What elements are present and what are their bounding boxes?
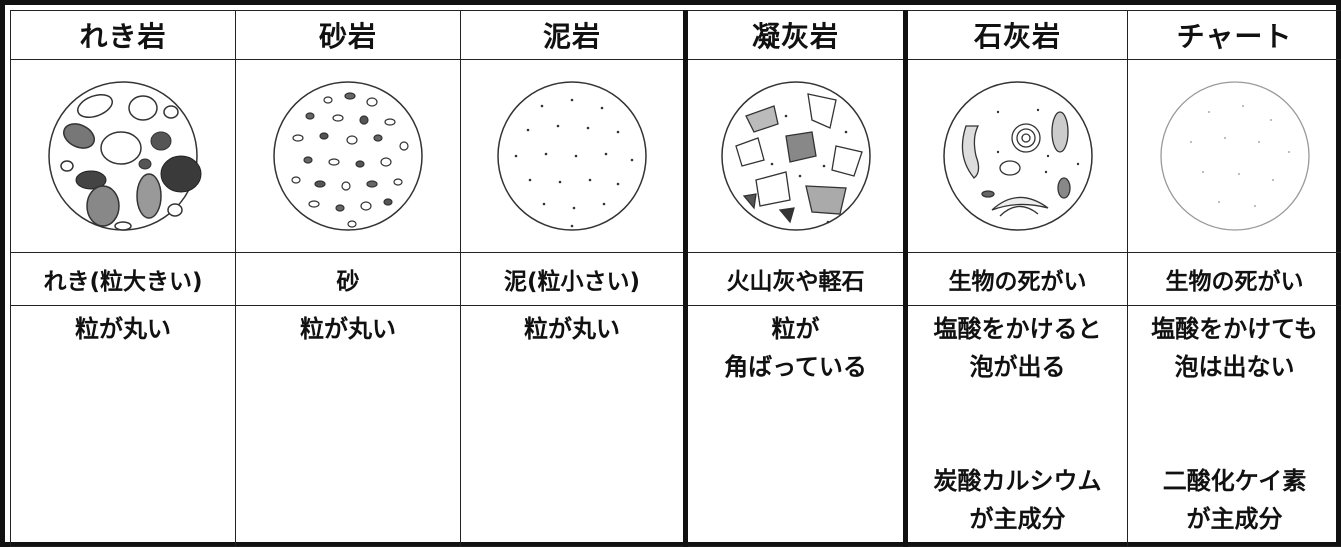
origin-tuff: 火山灰や軽石	[683, 252, 906, 306]
rock-name-conglomerate: れき岩	[10, 10, 236, 60]
header-row: れき岩 砂岩 泥岩 凝灰岩 石灰岩 チャート	[10, 10, 1341, 60]
spacer	[911, 386, 1127, 462]
sandstone-sample-illustration	[273, 81, 423, 231]
origin-conglomerate: れき(粒大きい)	[10, 252, 236, 306]
desc-mudstone: 粒が丸い	[460, 305, 686, 547]
sandstone-image-cell	[235, 59, 461, 253]
desc-tuff: 粒が 角ばっている	[683, 305, 906, 547]
rock-table: れき岩 砂岩 泥岩 凝灰岩 石灰岩 チャート	[10, 10, 1341, 547]
origin-row: れき(粒大きい) 砂 泥(粒小さい) 火山灰や軽石 生物の死がい 生物の死がい	[10, 252, 1341, 306]
origin-chert: 生物の死がい	[1127, 252, 1341, 306]
desc-line: 泡は出ない	[1174, 353, 1295, 381]
composition-line: 二酸化ケイ素	[1162, 467, 1307, 495]
desc-line: 粒が丸い	[524, 315, 620, 343]
rock-name-chert: チャート	[1127, 10, 1341, 60]
rock-name-tuff: 凝灰岩	[683, 10, 906, 60]
origin-mudstone: 泥(粒小さい)	[460, 252, 686, 306]
origin-sandstone: 砂	[235, 252, 461, 306]
rock-name-mudstone: 泥岩	[460, 10, 686, 60]
limestone-image-cell	[903, 59, 1128, 253]
desc-conglomerate: 粒が丸い	[10, 305, 236, 547]
desc-line: 粒が	[771, 315, 820, 343]
conglomerate-image-cell	[10, 59, 236, 253]
desc-line: 粒が丸い	[75, 315, 171, 343]
tuff-image-cell	[683, 59, 906, 253]
rock-name-sandstone: 砂岩	[235, 10, 461, 60]
desc-limestone: 塩酸をかけると 泡が出る 炭酸カルシウム が主成分	[903, 305, 1128, 547]
desc-line: 粒が丸い	[300, 315, 396, 343]
chert-image-cell	[1127, 59, 1341, 253]
conglomerate-sample-illustration	[48, 81, 202, 231]
mudstone-image-cell	[460, 59, 686, 253]
rock-name-limestone: 石灰岩	[903, 10, 1128, 60]
desc-line: 角ばっている	[724, 353, 867, 381]
description-row: 粒が丸い 粒が丸い 粒が丸い 粒が 角ばっている 塩酸をかけると 泡が出る 炭酸…	[10, 305, 1341, 547]
spacer	[1129, 386, 1341, 462]
desc-line: 塩酸をかけても	[1151, 315, 1318, 343]
composition-line: が主成分	[969, 505, 1066, 533]
origin-limestone: 生物の死がい	[903, 252, 1128, 306]
desc-chert: 塩酸をかけても 泡は出ない 二酸化ケイ素 が主成分	[1127, 305, 1341, 547]
mudstone-sample-illustration	[497, 81, 647, 231]
composition-line: 炭酸カルシウム	[933, 467, 1102, 495]
desc-line: 塩酸をかけると	[933, 315, 1102, 343]
desc-line: 泡が出る	[969, 353, 1066, 381]
image-row	[10, 59, 1341, 253]
composition-line: が主成分	[1186, 505, 1283, 533]
chert-sample-illustration	[1159, 81, 1310, 231]
limestone-sample-illustration	[942, 81, 1093, 231]
tuff-sample-illustration	[720, 81, 871, 231]
desc-sandstone: 粒が丸い	[235, 305, 461, 547]
